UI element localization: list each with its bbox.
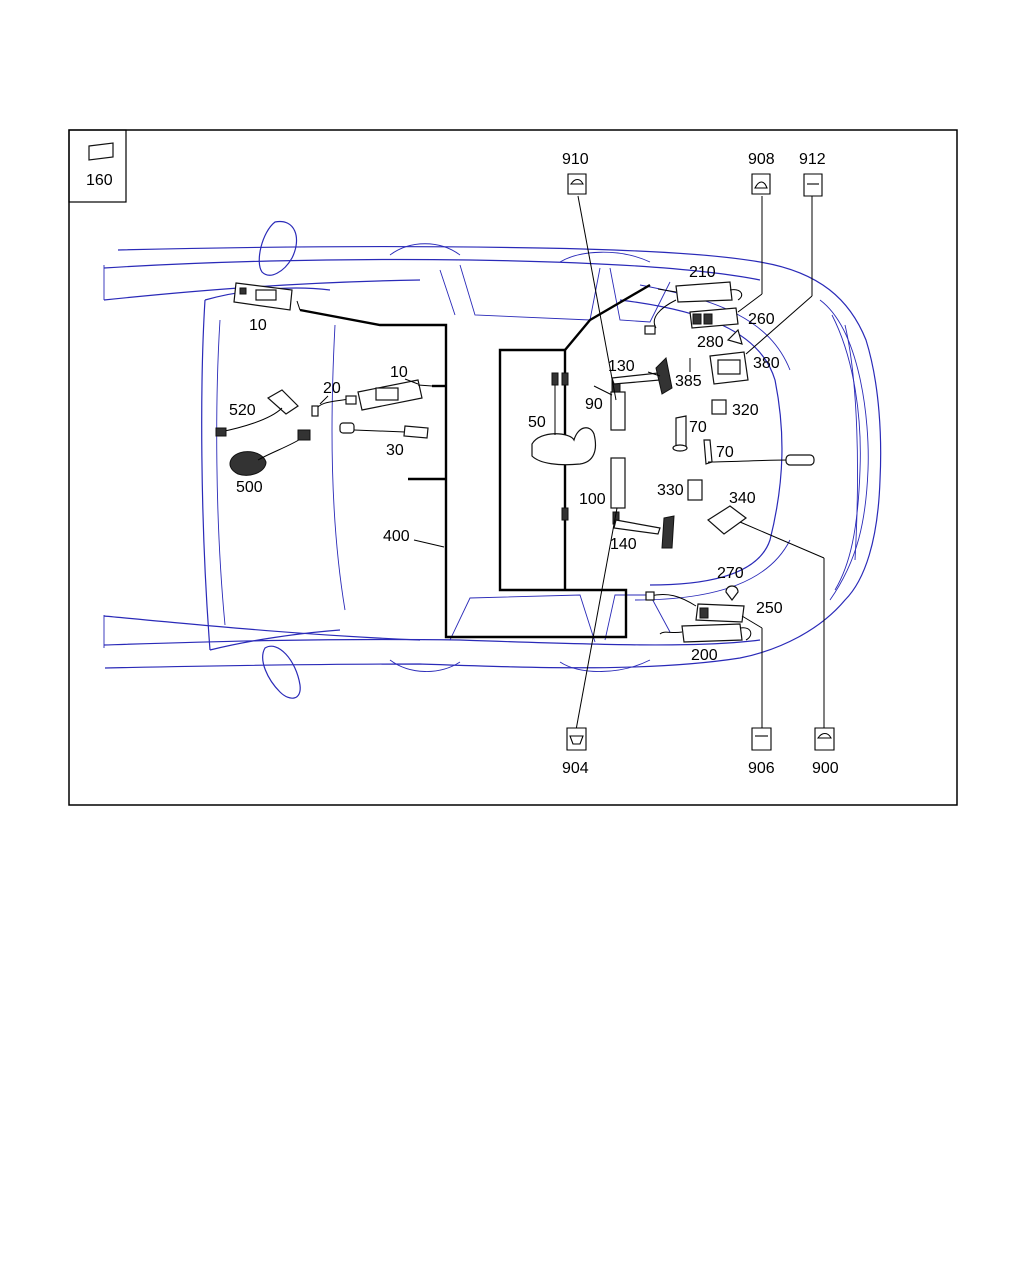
- wiring-harness-400: [299, 283, 651, 639]
- part-label-50: 50: [528, 414, 546, 431]
- legend-box: [68, 129, 127, 203]
- part-label-70-left: 70: [689, 419, 707, 436]
- part-label-10-mid: 10: [390, 364, 408, 381]
- part-label-320: 320: [732, 402, 759, 419]
- part-50-seat-mat: [531, 372, 597, 521]
- part-270-clip: [725, 585, 739, 601]
- connector-904-icon: [566, 727, 587, 751]
- part-label-500: 500: [236, 479, 263, 496]
- part-label-70-right: 70: [716, 444, 734, 461]
- connector-910-icon: [567, 173, 587, 195]
- connector-label-906: 906: [748, 760, 775, 777]
- part-260-connector-unit: [689, 307, 739, 329]
- part-10-rear-module: [233, 282, 293, 311]
- connector-label-904: 904: [562, 760, 589, 777]
- part-label-330: 330: [657, 482, 684, 499]
- connector-908-icon: [751, 173, 771, 195]
- part-330-switch: [687, 479, 703, 501]
- part-label-340: 340: [729, 490, 756, 507]
- part-250-connector-unit: [645, 591, 745, 623]
- diagram-frame: [68, 129, 958, 806]
- part-label-260: 260: [748, 311, 775, 328]
- part-280-clip: [726, 328, 743, 345]
- part-label-210: 210: [689, 264, 716, 281]
- leader-lines: [296, 195, 825, 731]
- car-outline: [103, 220, 882, 699]
- legend-label: 160: [86, 172, 113, 189]
- part-label-280: 280: [697, 334, 724, 351]
- part-label-10-rear: 10: [249, 317, 267, 334]
- part-385-buckle: [647, 356, 673, 395]
- connector-label-900: 900: [812, 760, 839, 777]
- connector-label-912: 912: [799, 151, 826, 168]
- part-10-mid-module: [357, 379, 433, 411]
- part-210-airbag-module: [644, 281, 743, 335]
- part-label-200: 200: [691, 647, 718, 664]
- part-label-380: 380: [753, 355, 780, 372]
- part-label-100: 100: [579, 491, 606, 508]
- part-label-140: 140: [610, 536, 637, 553]
- part-200-airbag-module: [659, 623, 752, 643]
- part-label-270: 270: [717, 565, 744, 582]
- part-label-250: 250: [756, 600, 783, 617]
- part-520-antenna: [215, 389, 299, 437]
- part-30-sensor-lead: [339, 422, 429, 439]
- part-label-400: 400: [383, 528, 410, 545]
- connector-label-910: 910: [562, 151, 589, 168]
- connector-label-908: 908: [748, 151, 775, 168]
- part-140-bracket: [613, 515, 675, 549]
- connector-900-icon: [814, 727, 835, 751]
- connector-906-icon: [751, 727, 772, 751]
- part-label-520: 520: [229, 402, 256, 419]
- legend-part-icon: [88, 142, 114, 161]
- part-label-20: 20: [323, 380, 341, 397]
- part-320-relay: [711, 399, 727, 415]
- part-70-sensor-right: [703, 439, 815, 466]
- part-500-antenna-base: [229, 429, 311, 476]
- part-70-sensor-left: [672, 415, 688, 452]
- part-label-385: 385: [675, 373, 702, 390]
- part-label-90: 90: [585, 396, 603, 413]
- part-100-belt-sensor: [610, 457, 626, 525]
- part-20-sensor: [311, 395, 357, 417]
- part-90-belt-sensor: [610, 377, 626, 431]
- part-340-module: [707, 505, 748, 535]
- part-label-30: 30: [386, 442, 404, 459]
- connector-912-icon: [803, 173, 823, 197]
- part-380-control-unit: [689, 351, 749, 385]
- part-label-130: 130: [608, 358, 635, 375]
